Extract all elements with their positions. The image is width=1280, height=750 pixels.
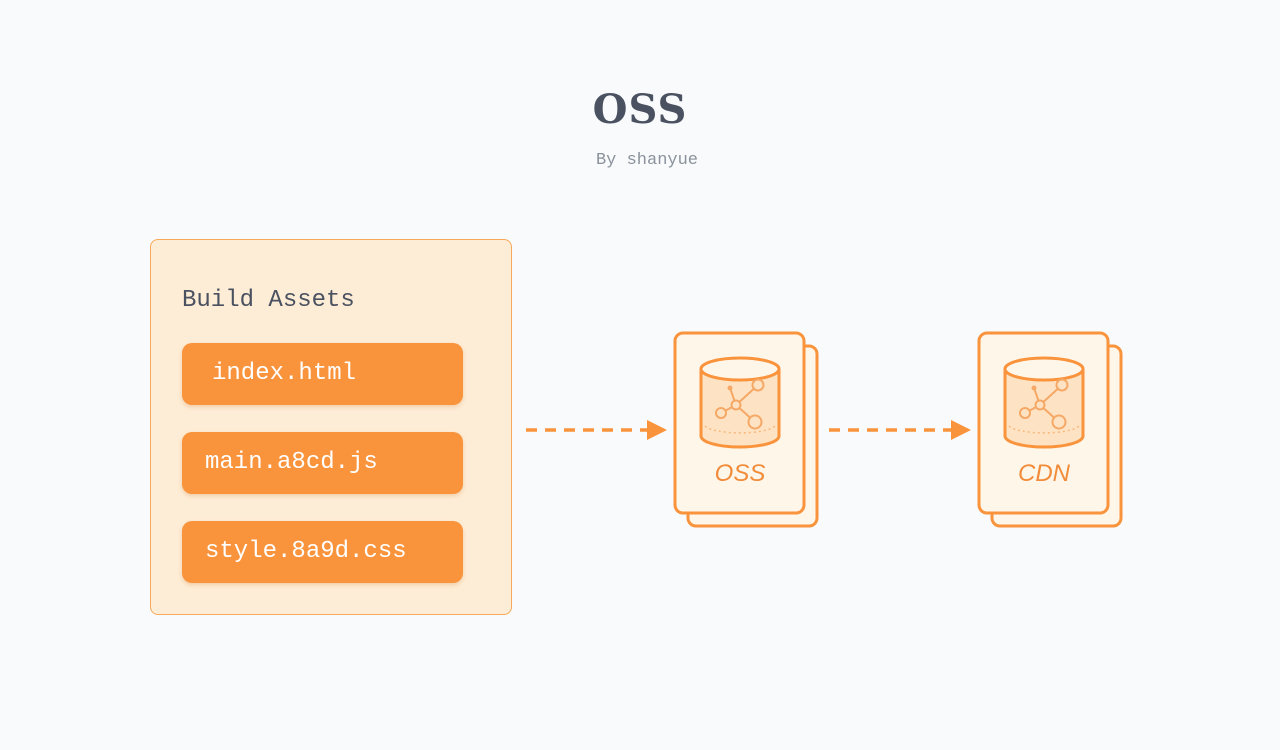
storage-bucket-icon [1003, 356, 1085, 449]
page-subtitle: By shanyue [595, 151, 699, 170]
cdn-node: CDN [977, 331, 1123, 528]
cdn-node-label: CDN [1018, 460, 1071, 487]
oss-node: OSS [673, 331, 819, 528]
page-title: OSS [592, 86, 688, 133]
build-assets-panel: Build Assets index.html main.a8cd.js sty… [150, 239, 512, 615]
build-assets-title: Build Assets [182, 287, 355, 314]
arrow-assets-to-oss [526, 420, 667, 440]
file-index-html: index.html [182, 343, 463, 405]
arrow-oss-to-cdn [829, 420, 971, 440]
file-style-css: style.8a9d.css [182, 521, 463, 583]
file-main-js: main.a8cd.js [182, 432, 463, 494]
oss-node-label: OSS [715, 460, 766, 487]
storage-bucket-icon [699, 356, 781, 449]
